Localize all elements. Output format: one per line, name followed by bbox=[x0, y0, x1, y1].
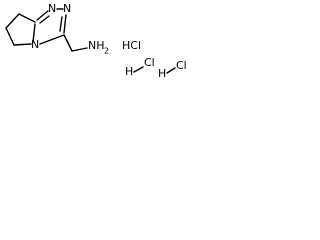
bond-c7a-n1-double bbox=[36, 10, 49, 21]
amine-label: NH bbox=[88, 39, 105, 52]
bond-n2-c3-double-inner bbox=[59, 16, 63, 32]
bond-c3-ch2 bbox=[63, 34, 73, 52]
hcl-label-1: HCl bbox=[122, 39, 141, 52]
hcl-2-h-label: H bbox=[125, 65, 133, 78]
bond-n2-c3-double bbox=[63, 14, 67, 34]
bond-hcl-2 bbox=[133, 66, 144, 73]
bond-c5-n4 bbox=[13, 43, 32, 46]
amine-subscript: 2 bbox=[104, 47, 109, 56]
bond-c6-c5 bbox=[5, 27, 15, 46]
chemical-structure-diagram: N N N NH 2 HCl H Cl H Cl bbox=[5, 2, 187, 80]
atom-n4-label: N bbox=[31, 38, 39, 51]
hcl-3-h-label: H bbox=[158, 67, 166, 80]
bond-c3-n4 bbox=[39, 34, 65, 45]
bond-ch2-nh2 bbox=[71, 47, 88, 52]
bond-c7a-n1-double-inner bbox=[39, 15, 50, 24]
bond-c7-c6 bbox=[5, 13, 20, 29]
bond-c7a-c7 bbox=[18, 13, 36, 23]
bond-hcl-3 bbox=[166, 67, 176, 74]
atom-n1-label: N bbox=[48, 2, 56, 15]
hcl-2-cl-label: Cl bbox=[144, 56, 155, 69]
atom-n2-label: N bbox=[63, 2, 71, 15]
hcl-3-cl-label: Cl bbox=[176, 59, 187, 72]
bond-n4-c7a bbox=[32, 23, 36, 43]
